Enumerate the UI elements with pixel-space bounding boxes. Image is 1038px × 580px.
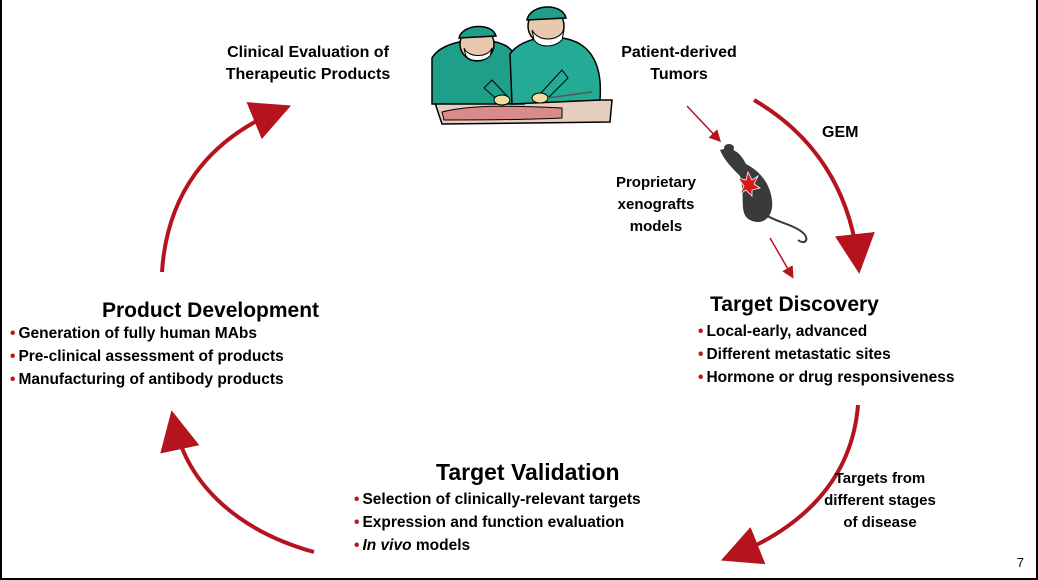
target-discovery-list: •Local-early, advanced •Different metast…	[698, 320, 955, 389]
target-validation-title: Target Validation	[436, 459, 620, 485]
target-validation-item: •In vivo models	[354, 537, 471, 554]
xenograft-label: Proprietary xenografts models	[615, 174, 697, 235]
page-number: 7	[1016, 555, 1024, 570]
mouse-illustration	[720, 144, 808, 244]
target-discovery-item: •Different metastatic sites	[698, 346, 891, 363]
arrow-patient-to-mouse	[686, 105, 722, 143]
product-development-item: •Generation of fully human MAbs	[10, 325, 257, 342]
targets-from-stages-label: Targets from different stages of disease	[824, 470, 936, 531]
arrow-mouse-to-discovery	[769, 237, 794, 279]
clinical-evaluation-label: Clinical Evaluation of Therapeutic Produ…	[225, 44, 391, 83]
product-development-item: •Manufacturing of antibody products	[10, 371, 284, 388]
target-discovery-item: •Hormone or drug responsiveness	[698, 369, 955, 386]
target-validation-list: •Selection of clinically-relevant target…	[354, 488, 641, 557]
arrow-validation-to-development	[160, 410, 315, 554]
patient-tumors-label: Patient-derived Tumors	[621, 44, 737, 83]
target-discovery-item: •Local-early, advanced	[698, 323, 868, 340]
product-development-item: •Pre-clinical assessment of products	[10, 348, 284, 365]
target-discovery-title: Target Discovery	[710, 293, 879, 316]
product-development-title: Product Development	[102, 299, 320, 322]
arrow-development-to-clinical	[160, 102, 292, 273]
surgeons-illustration	[431, 6, 613, 125]
target-validation-item: •Expression and function evaluation	[354, 514, 625, 531]
arrow-discovery-to-validation	[720, 404, 860, 565]
arrow-patient-to-discovery	[752, 98, 875, 274]
gem-label: GEM	[822, 124, 859, 141]
product-development-list: •Generation of fully human MAbs •Pre-cli…	[10, 322, 284, 391]
target-validation-item: •Selection of clinically-relevant target…	[354, 491, 641, 508]
